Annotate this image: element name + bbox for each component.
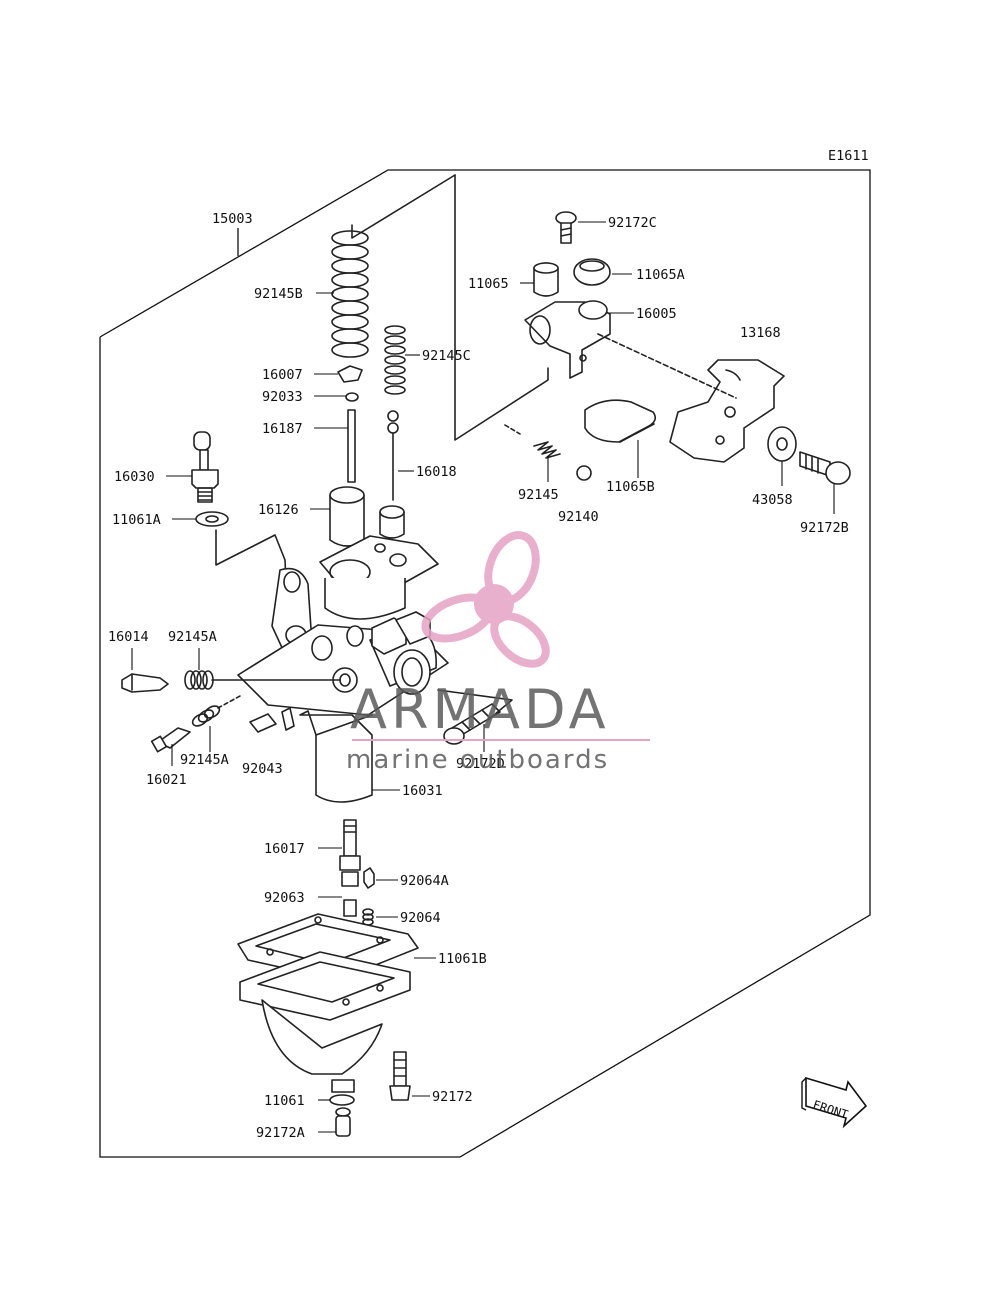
label-11065b: 11065B — [606, 479, 655, 495]
ball-92140 — [576, 465, 592, 481]
drain-11061 — [329, 1079, 355, 1106]
screw-92172c — [555, 211, 577, 244]
label-16018: 16018 — [416, 464, 457, 480]
label-92064a: 92064A — [400, 873, 449, 889]
screw-16021 — [150, 727, 191, 753]
needle-16187 — [347, 409, 356, 483]
washer-11061a — [195, 511, 229, 527]
watermark-tagline: marine outboards — [346, 745, 609, 775]
label-92033: 92033 — [262, 389, 303, 405]
bolt-92172b — [799, 451, 851, 485]
alignment-line — [504, 424, 521, 435]
part-labels: 92172C 11065 11065A 16005 13168 92145B 9… — [108, 215, 849, 1141]
screw-92172a — [335, 1107, 351, 1137]
assembly-frame — [99, 169, 871, 1158]
screw-16014 — [121, 673, 169, 693]
watermark-brand: ARMADA — [350, 678, 610, 741]
label-16031: 16031 — [402, 783, 443, 799]
jet-16018 — [387, 410, 399, 501]
label-92145a-upper: 92145A — [168, 629, 217, 645]
ring-92033 — [345, 392, 359, 402]
label-11061a: 11061A — [112, 512, 161, 528]
label-92145: 92145 — [518, 487, 559, 503]
label-92145c: 92145C — [422, 348, 471, 364]
spring-92145 — [533, 441, 561, 459]
label-11065a: 11065A — [636, 267, 685, 283]
washer-43058 — [767, 426, 797, 462]
diagram-code: E1611 — [828, 148, 869, 164]
label-16187: 16187 — [262, 421, 303, 437]
front-arrow-icon: FRONT — [801, 1076, 868, 1129]
label-92145b: 92145B — [254, 286, 303, 302]
alignment-line — [454, 174, 549, 441]
main-jet-16017 — [339, 819, 361, 871]
label-92064: 92064 — [400, 910, 441, 926]
spring-92145c — [384, 325, 406, 395]
alignment-line — [217, 695, 241, 709]
label-16007: 16007 — [262, 367, 303, 383]
spring-92145a-lower — [191, 705, 221, 727]
fuel-fitting-16030 — [191, 431, 219, 503]
label-92172d: 92172D — [456, 756, 505, 772]
label-92172a: 92172A — [256, 1125, 305, 1141]
cap-11065a — [573, 258, 611, 286]
label-11065: 11065 — [468, 276, 509, 292]
spring-92064a — [363, 867, 375, 889]
label-16014: 16014 — [108, 629, 149, 645]
throttle-lever-assembly — [454, 174, 851, 485]
alignment-line — [437, 689, 513, 721]
carburetor-body-16031 — [237, 535, 449, 803]
label-92140: 92140 — [558, 509, 599, 525]
pad-11065b — [584, 399, 657, 443]
spring-92145b — [331, 174, 456, 358]
label-11061b: 11061B — [438, 951, 487, 967]
float-bowl — [239, 951, 411, 1075]
label-92172b: 92172B — [800, 520, 849, 536]
jet-92063 — [341, 871, 359, 917]
bracket-16005 — [524, 300, 611, 379]
label-92063: 92063 — [264, 890, 305, 906]
spring-92145a-upper — [184, 670, 214, 690]
cap-11065 — [533, 262, 559, 297]
label-92145a-lower: 92145A — [180, 752, 229, 768]
label-11061: 11061 — [264, 1093, 305, 1109]
label-16017: 16017 — [264, 841, 305, 857]
pin-92043 — [249, 713, 277, 733]
assembly-reference: 15003 — [212, 211, 253, 227]
label-16126: 16126 — [258, 502, 299, 518]
label-13168: 13168 — [740, 325, 781, 341]
spring-92064 — [362, 908, 374, 926]
label-16005: 16005 — [636, 306, 677, 322]
label-43058: 43058 — [752, 492, 793, 508]
alignment-line — [597, 333, 737, 399]
armada-watermark: ARMADA marine outboards — [346, 531, 650, 775]
slide-16126 — [329, 486, 365, 547]
label-92172c: 92172C — [608, 215, 657, 231]
clip-16007 — [337, 365, 363, 383]
jet-holder — [379, 505, 405, 539]
leader-lines — [131, 221, 835, 1133]
throttle-slide-parts — [329, 174, 456, 547]
propeller-logo-icon — [421, 531, 550, 668]
bolt-92172 — [389, 1051, 411, 1101]
label-16021: 16021 — [146, 772, 187, 788]
label-16030: 16030 — [114, 469, 155, 485]
label-92043: 92043 — [242, 761, 283, 777]
label-92172: 92172 — [432, 1089, 473, 1105]
